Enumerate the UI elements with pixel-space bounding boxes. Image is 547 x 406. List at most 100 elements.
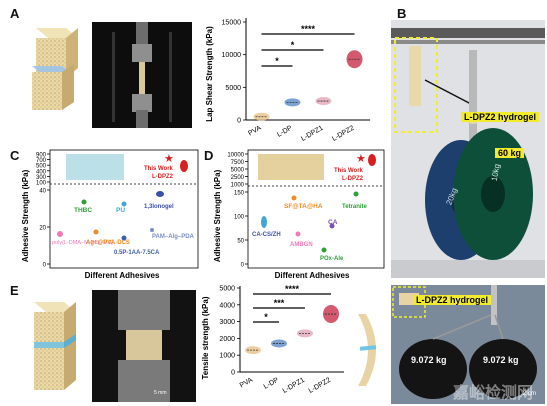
c-ag-point: [93, 229, 99, 235]
xtick-label: L-DPZ1: [300, 125, 324, 143]
xtick-label: L-DPZ2: [331, 125, 355, 143]
ytick-label: 100: [234, 215, 245, 221]
chart-a-lap-shear: Lap Shear Strength (kPa) 0 5000 10000 15000…: [205, 18, 370, 143]
d-star: ★: [356, 153, 366, 165]
c-ionogel-point: [156, 191, 164, 197]
c-this-work-point: [180, 160, 188, 172]
significance-label: *: [291, 40, 295, 50]
xtick-label: L-DP: [276, 125, 294, 139]
ytick-label: 0: [237, 118, 241, 125]
ytick-label: 0: [43, 263, 47, 269]
d-ca-point: [329, 223, 335, 229]
ytick-label: 5000: [219, 286, 235, 293]
ytick-label: 300: [36, 175, 47, 181]
chart-d-inset-image: [258, 154, 324, 180]
ytick-label: 15000: [222, 20, 242, 27]
hanging-plates-image: [391, 20, 545, 278]
lap-shear-sample-illustration: [32, 28, 78, 110]
c-thbc-point: [81, 199, 87, 205]
c-ag-label: Ag+@PVA-DCS: [86, 240, 130, 246]
chart-d-xlabel: Different Adhesives: [275, 271, 350, 280]
significance-label: ****: [301, 24, 316, 34]
d-ca-label: CA: [328, 219, 338, 226]
significance-label: *: [264, 312, 268, 322]
c-ionogel-label: 1,3Ionogel: [144, 204, 174, 210]
ytick-label: 2500: [231, 175, 245, 181]
chart-c-ylabel: Adhesive Strength (kPa): [21, 169, 30, 262]
xtick-label: PVA: [239, 377, 254, 390]
significance-label: ***: [274, 298, 285, 308]
xtick-label: PVA: [247, 125, 262, 138]
c-pam-label: PAM–Alg–PDA: [152, 234, 195, 240]
ytick-label: 400: [36, 169, 47, 175]
ytick-label: 4000: [219, 302, 235, 309]
c-thbc-label: THBC: [74, 207, 92, 214]
d-cacs-point: [261, 216, 267, 228]
ytick-label: 40: [39, 189, 46, 195]
c-ldpz2-label: L-DPZ2: [152, 174, 174, 180]
ytick-label: 1000: [231, 183, 245, 189]
d-cacs-label: CA-CS/ZH: [252, 232, 281, 238]
ytick-label: 50: [237, 239, 244, 245]
tensile-grips-image: [112, 22, 172, 128]
e-scale-label: 5 mm: [154, 390, 167, 396]
chart-d-ylabel: Adhesive Strength (kPa): [213, 169, 222, 262]
ytick-label: 500: [36, 164, 47, 170]
c-pam-point: [150, 228, 154, 232]
c-pu-point: [121, 201, 127, 207]
b-weight-label: 60 kg: [495, 148, 525, 158]
panel-e-letter: E: [10, 283, 19, 298]
chart-c-inset-image: [66, 154, 124, 180]
panel-a-letter: A: [10, 6, 20, 21]
c-05p-point: [121, 235, 127, 241]
ytick-label: 700: [36, 158, 47, 164]
c-polyl-point: [57, 231, 63, 237]
xtick-label: L-DPZ2: [308, 377, 332, 395]
ytick-label: 5000: [231, 168, 245, 174]
d-this-work-label: This Work: [334, 168, 364, 174]
significance-label: ****: [285, 284, 300, 294]
b-hydrogel-label: L-DPZ2 hydrogel: [461, 112, 540, 122]
significance-label: *: [275, 56, 279, 66]
d-ldpz2-label: L-DPZ2: [342, 176, 364, 182]
chart-e-tensile: Tensile strength (kPa) 01000200030004000…: [201, 284, 344, 395]
double-weight-photo: L-DPZ2 hydrogel 9.072 kg 9.072 kg 2 cm 嘉…: [391, 285, 545, 404]
chart-a-ylabel: Lap Shear Strength (kPa): [205, 26, 214, 122]
ytick-label: 10000: [222, 52, 242, 59]
d-pox-label: POx-Ale: [320, 256, 344, 262]
f-weight1-label: 9.072 kg: [411, 355, 447, 365]
d-ambgn-label: AMBGN: [290, 242, 313, 248]
curved-sample-illustration: [358, 314, 377, 386]
f-scale-label: 2 cm: [523, 391, 537, 397]
ytick-label: 10000: [227, 153, 244, 159]
chart-c-xlabel: Different Adhesives: [85, 271, 160, 280]
f-hydrogel-label: L-DPZ2 hydrogel: [413, 295, 492, 305]
ytick-label: 150: [234, 191, 245, 197]
c-polyl-label: poly(L-DMA–M-PCL-MA): [52, 240, 113, 246]
f-weight2-label: 9.072 kg: [483, 355, 519, 365]
c-star: ★: [164, 153, 174, 165]
panel-d-letter: D: [204, 148, 214, 163]
weight-hanging-photo: L-DPZ2 hydrogel 60 kg 20kg 10kg: [391, 20, 545, 278]
ytick-label: 0: [241, 263, 245, 269]
chart-c-frame: [49, 149, 199, 269]
panel-c-letter: C: [10, 148, 20, 163]
ytick-label: 7500: [231, 160, 245, 166]
chart-d-adhesives: Adhesive Strength (kPa) Different Adhesi…: [213, 149, 385, 280]
chart-e-ylabel: Tensile strength (kPa): [201, 296, 210, 379]
d-tetranite-label: Tetranite: [342, 204, 368, 210]
tensile-grips-image-e: [118, 290, 170, 402]
d-ambgn-point: [295, 231, 301, 237]
ytick-label: 20: [39, 226, 46, 232]
ytick-label: 5000: [225, 85, 241, 92]
xtick-label: L-DPZ1: [282, 377, 306, 395]
ytick-label: 2000: [219, 336, 235, 343]
d-this-work-point: [368, 154, 376, 166]
tensile-test-photo-a: [92, 22, 192, 128]
d-tetranite-point: [353, 191, 359, 197]
watermark: 嘉峪检测网: [453, 385, 534, 402]
d-sf-label: SF@TA@HA: [284, 203, 323, 210]
c-05p-label: 0.5P-1AA-7.5CA: [114, 250, 160, 256]
d-sf-point: [291, 195, 297, 201]
ytick-label: 1000: [219, 353, 235, 360]
